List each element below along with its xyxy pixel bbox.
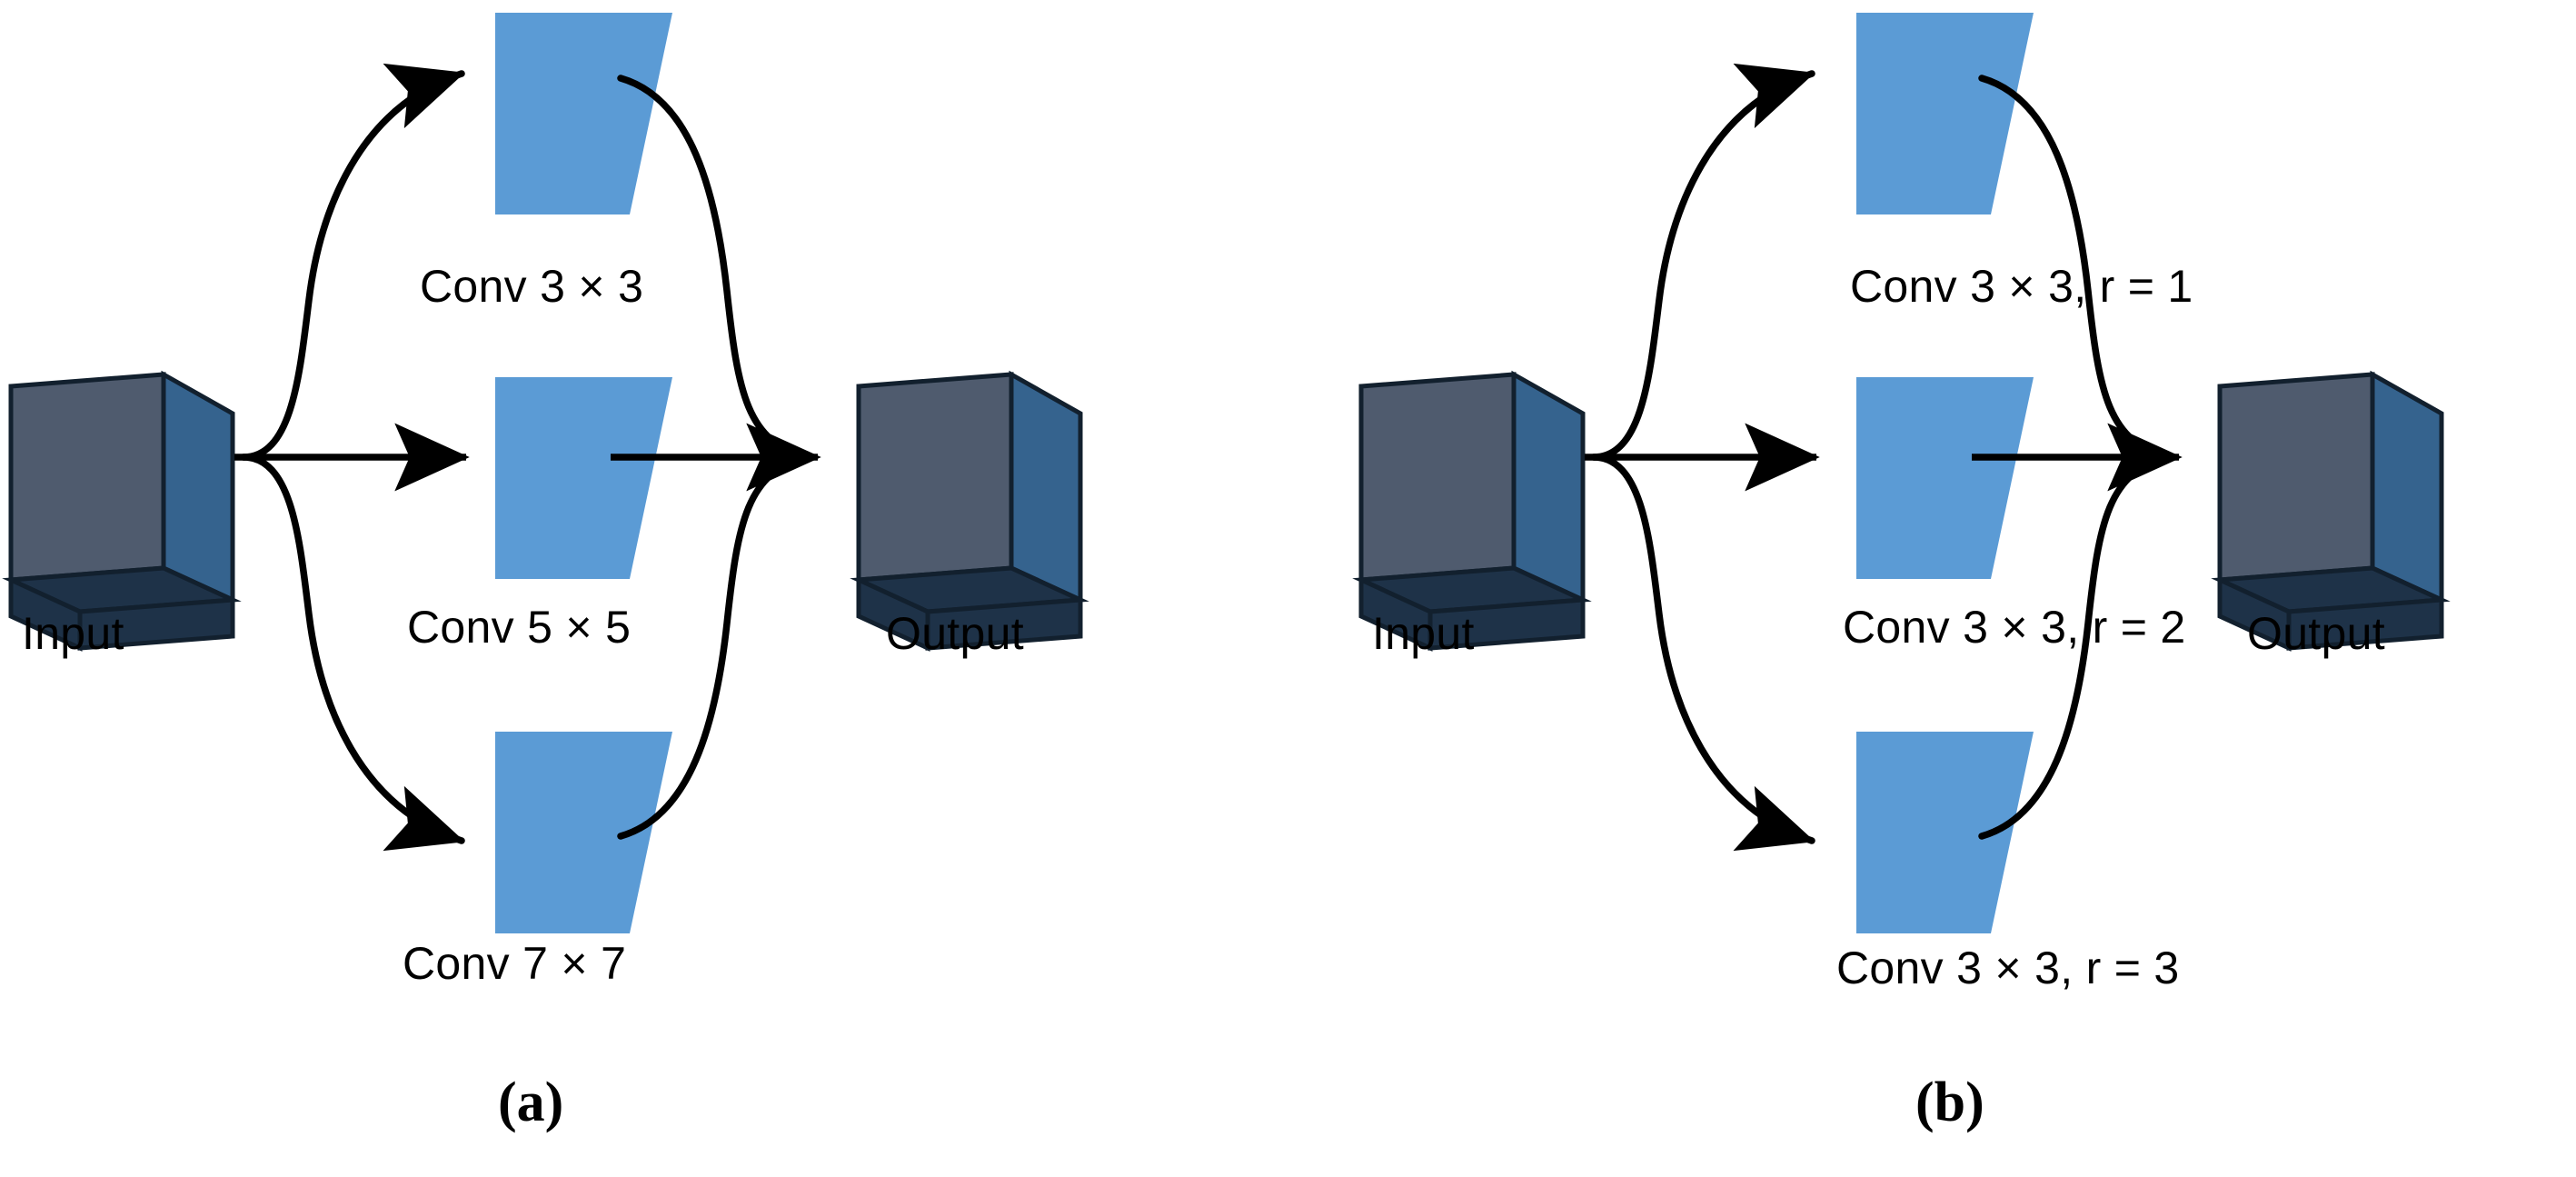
output-label-b: Output <box>2247 608 2385 659</box>
feature-map-middle <box>1856 377 2034 579</box>
feature-map-middle <box>495 377 672 579</box>
panel-a: Input Output Conv 3 × 3 Conv 5 × 5 Conv … <box>2 13 1089 1133</box>
output-cube <box>2211 370 2451 652</box>
output-cube <box>850 370 1089 652</box>
input-cube <box>2 370 242 652</box>
branch-label-a-top: Conv 3 × 3 <box>420 261 644 312</box>
feature-map-bottom <box>1856 732 2034 933</box>
branch-label-b-middle: Conv 3 × 3, r = 2 <box>1843 602 2186 653</box>
branch-label-b-bottom: Conv 3 × 3, r = 3 <box>1836 943 2180 993</box>
panel-a-graphics <box>2 13 1089 933</box>
branch-label-b-top: Conv 3 × 3, r = 1 <box>1850 261 2193 312</box>
arrow-branch-bottom-in <box>1590 454 1815 852</box>
branch-label-a-bottom: Conv 7 × 7 <box>403 938 627 989</box>
feature-map-top <box>495 13 672 214</box>
arrow-branch-bottom-in <box>240 454 465 852</box>
arrow-branch-top-in <box>1590 63 1815 461</box>
feature-map-top <box>1856 13 2034 214</box>
panel-b: Input Output Conv 3 × 3, r = 1 Conv 3 × … <box>1288 0 2576 1177</box>
branch-label-a-middle: Conv 5 × 5 <box>407 602 632 653</box>
caption-b: (b) <box>1915 1072 1984 1133</box>
input-label-b: Input <box>1372 608 1475 659</box>
input-label-a: Input <box>22 608 124 659</box>
input-cube <box>1352 370 1592 652</box>
panel-b-graphics <box>1352 13 2451 933</box>
caption-a: (a) <box>498 1072 564 1133</box>
arrow-branch-top-in <box>240 63 465 461</box>
output-label-a: Output <box>886 608 1024 659</box>
feature-map-bottom <box>495 732 672 933</box>
